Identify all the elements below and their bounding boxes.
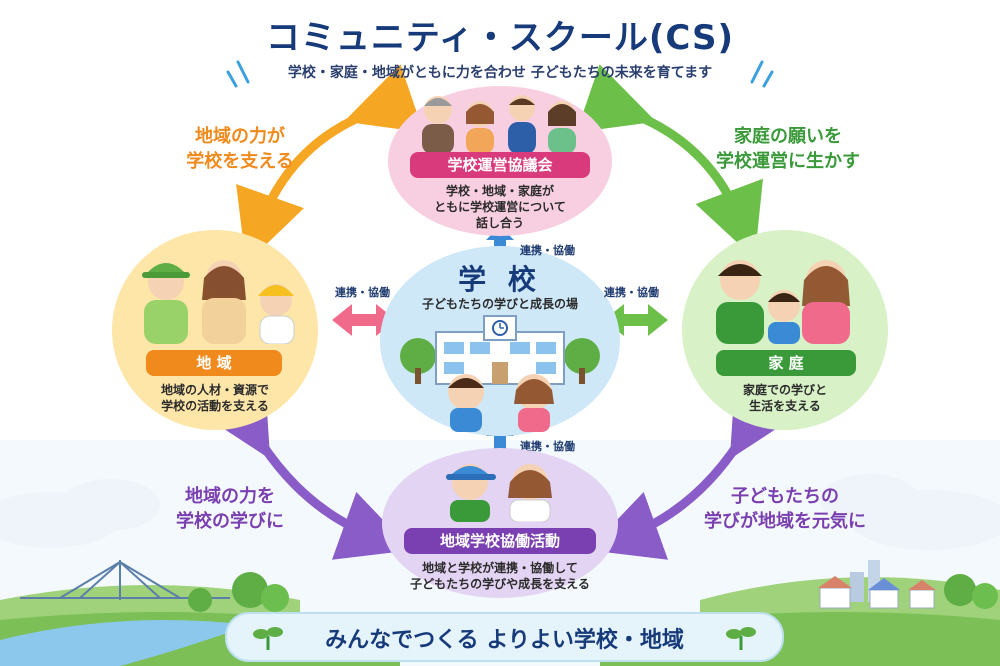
link-label-top: 連携・協働 [520, 244, 575, 257]
side-text-bottom-right: 子どもたちの 学びが地域を元気に [704, 486, 866, 532]
label-school-council: 学校運営協議会 [410, 152, 590, 178]
bottom-banner: みんなでつくる よりよい学校・地域 [225, 612, 784, 662]
desc-school-council: 学校・地域・家庭が ともに学校運営について 話し合う [434, 184, 566, 230]
community-people-illustration [142, 260, 295, 344]
council-people-illustration [422, 95, 576, 154]
bridge-illustration [20, 560, 230, 600]
family-people-illustration [716, 260, 850, 344]
side-text-top-left: 地域の力が 学校を支える [186, 126, 294, 172]
desc-community: 地域の人材・資源で 学校の活動を支える [160, 383, 269, 413]
arrow-top-right [576, 64, 763, 259]
side-text-bottom-left: 地域の力を 学校の学びに [176, 486, 284, 532]
activity-children-illustration [446, 464, 552, 522]
page-title: コミュニティ・スクール(CS) [265, 18, 735, 58]
school-desc: 子どもたちの学びと成長の場 [421, 297, 578, 311]
label-community: 地 域 [146, 350, 282, 376]
side-text-top-right: 家庭の願いを 学校運営に生かす [716, 126, 860, 172]
arrow-top-left [236, 64, 424, 264]
sprout-icon [253, 627, 283, 650]
arrow-bottom-right [588, 378, 798, 560]
sprout-icon [726, 627, 756, 650]
circle-community-school-activity [382, 448, 618, 598]
school-building-illustration [400, 315, 600, 432]
arrow-right-center [604, 304, 668, 336]
arrow-bottom-left [202, 378, 412, 560]
desc-family: 家庭での学びと 生活を支える [742, 383, 827, 413]
bottom-banner-text: みんなでつくる よりよい学校・地域 [325, 628, 684, 653]
desc-community-school-activity: 地域と学校が連携・協働して 子どもたちの学びや成長を支える [410, 561, 590, 591]
link-label-left: 連携・協働 [335, 286, 390, 299]
school-title: 学 校 [458, 263, 542, 296]
link-label-bottom: 連携・協働 [520, 440, 575, 453]
label-family: 家 庭 [716, 350, 856, 376]
label-community-school-activity: 地域学校協働活動 [404, 528, 596, 554]
link-label-right: 連携・協働 [604, 286, 659, 299]
page-subtitle: 学校・家庭・地域がともに力を合わせ 子どもたちの未来を育てます [287, 65, 713, 81]
